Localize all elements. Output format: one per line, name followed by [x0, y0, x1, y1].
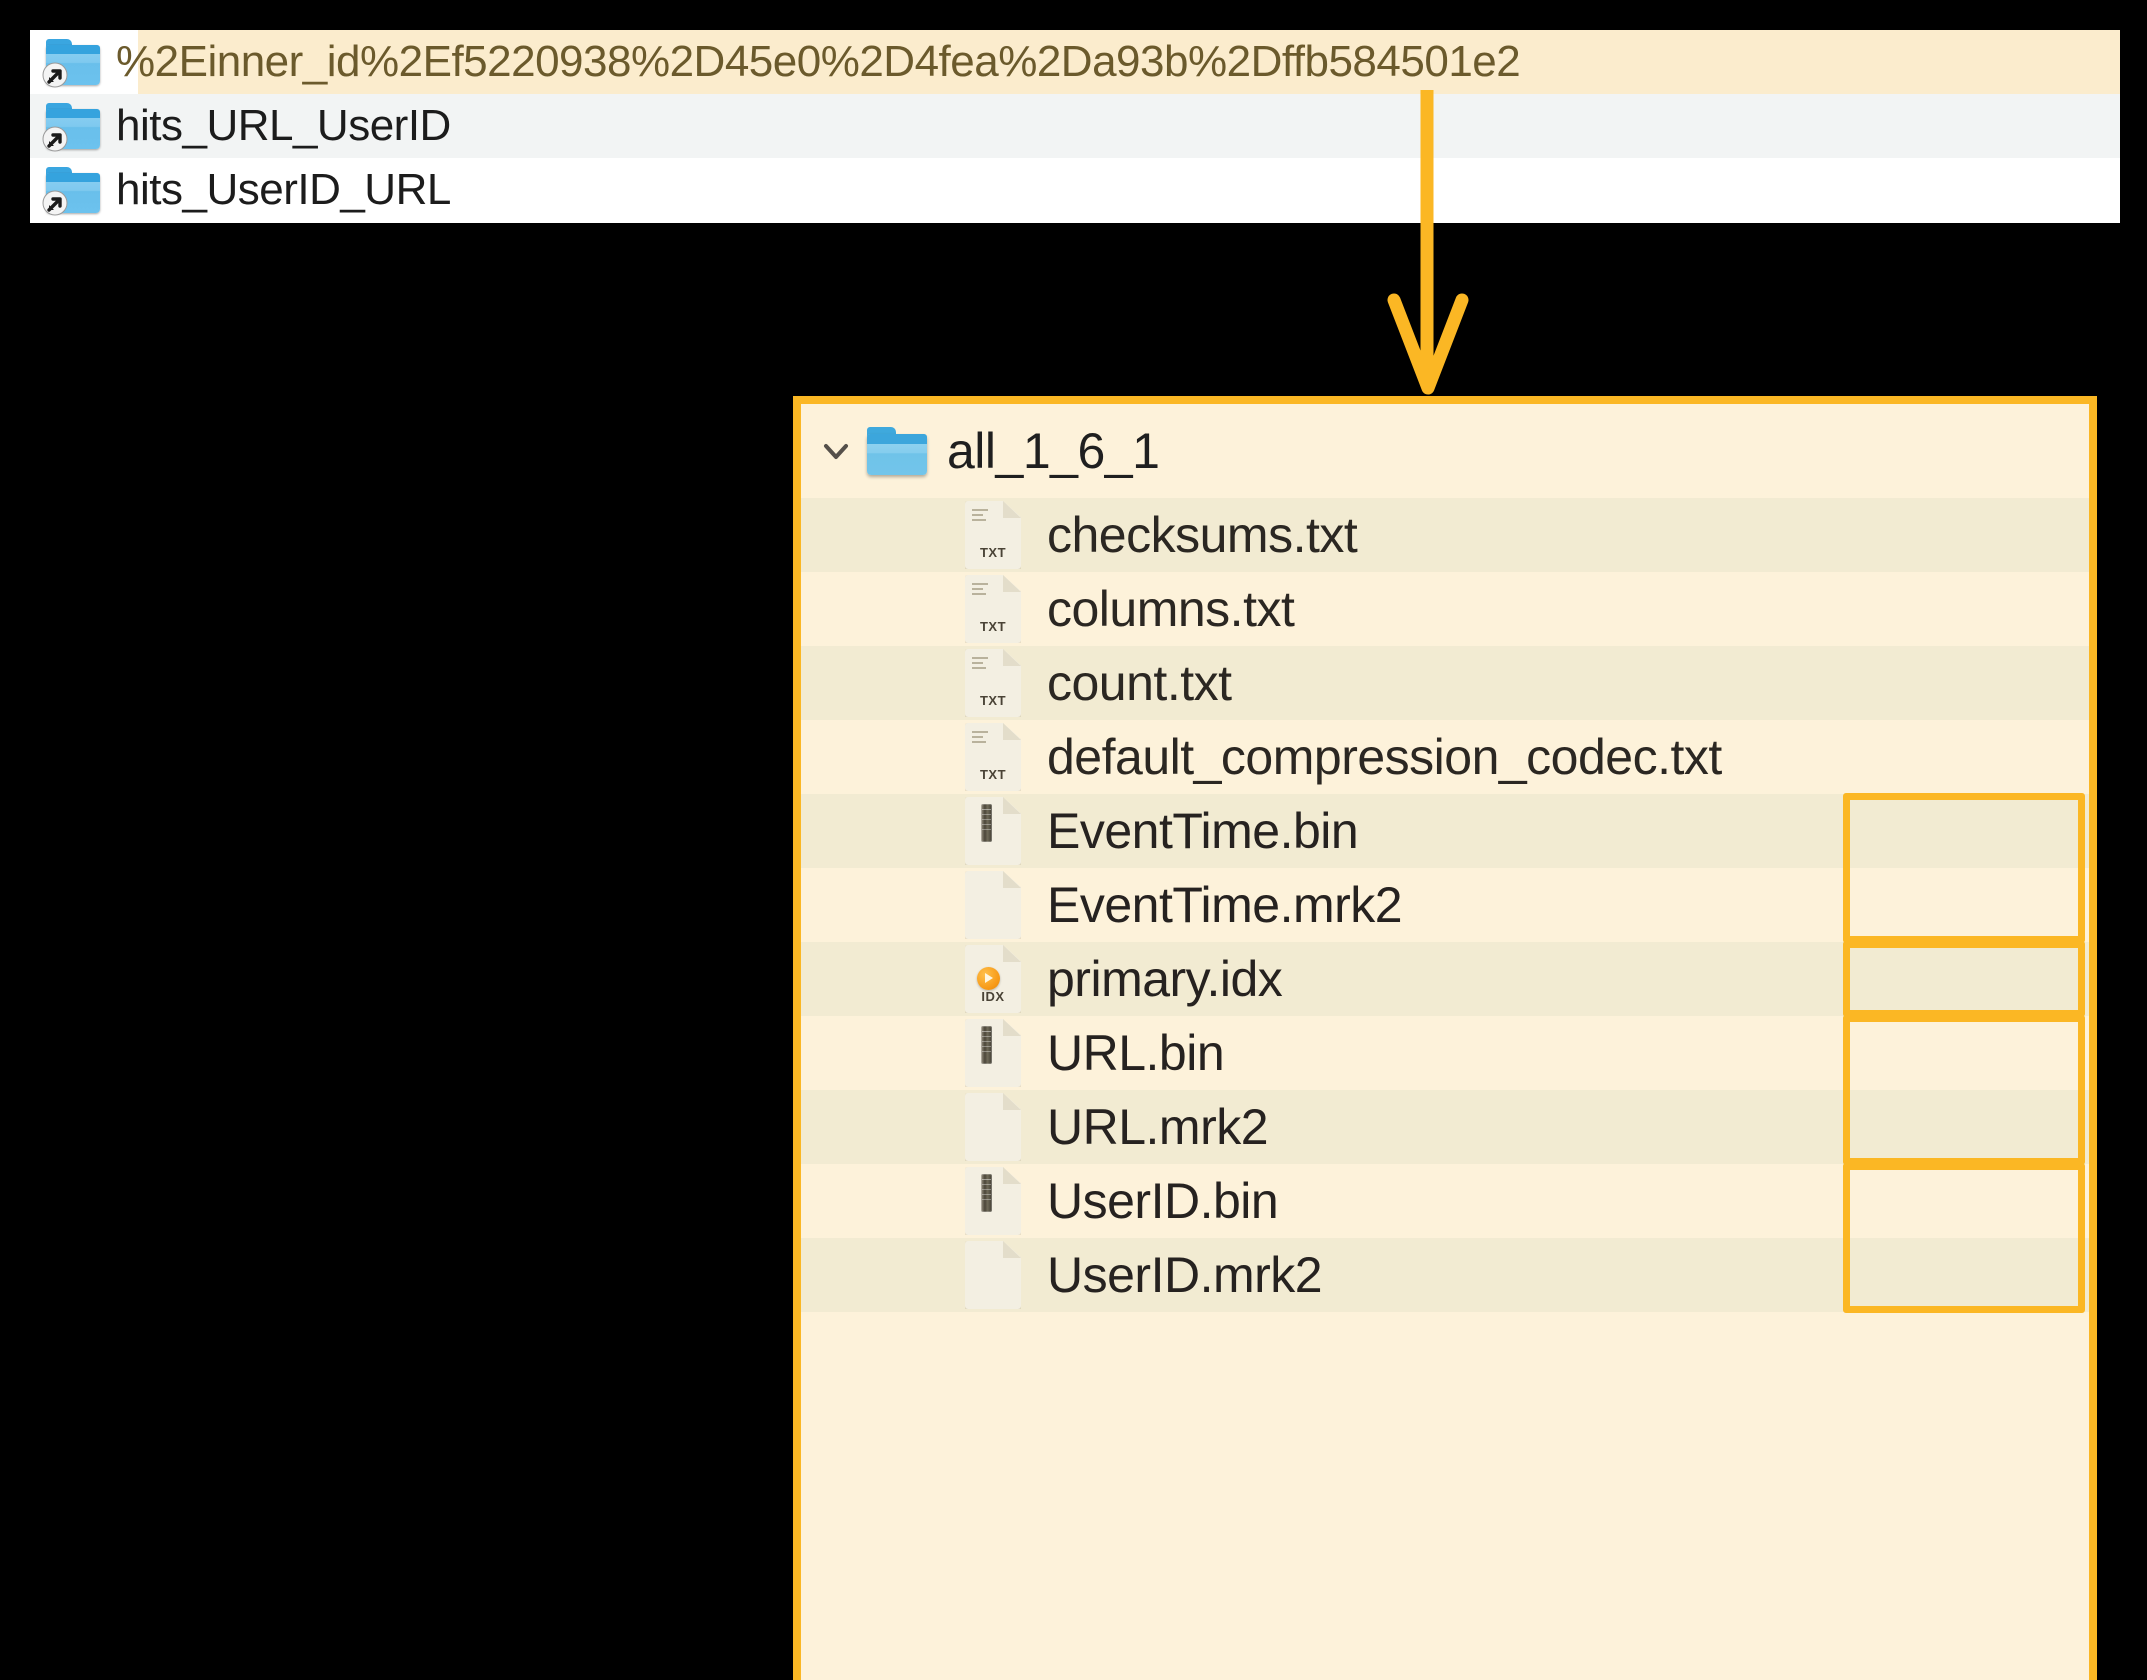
tree-file-label: checksums.txt	[1047, 507, 1358, 563]
symlink-arrow-icon	[42, 190, 68, 216]
index-play-glyph	[977, 967, 1000, 990]
bin-file-icon	[965, 1019, 1021, 1087]
bin-file-icon	[965, 797, 1021, 865]
symlink-arrow-icon	[42, 126, 68, 152]
tree-file-row[interactable]: URL.bin	[801, 1016, 2089, 1090]
folder-list-item[interactable]: hits_URL_UserID	[30, 94, 2120, 158]
tree-file-row[interactable]: UserID.bin	[801, 1164, 2089, 1238]
tree-file-label: EventTime.bin	[1047, 803, 1359, 859]
binary-chip-glyph	[981, 804, 992, 842]
tree-file-row[interactable]: EventTime.mrk2	[801, 868, 2089, 942]
folder-list-item[interactable]: %2Einner_id%2Ef5220938%2D45e0%2D4fea%2Da…	[30, 30, 2120, 94]
idx-file-icon: IDX	[965, 945, 1021, 1013]
tree-file-row[interactable]: TXT columns.txt	[801, 572, 2089, 646]
tree-file-label: EventTime.mrk2	[1047, 877, 1403, 933]
tree-file-label: columns.txt	[1047, 581, 1295, 637]
txt-file-icon: TXT	[965, 723, 1021, 791]
symlink-arrow-icon	[42, 62, 68, 88]
bin-file-icon	[965, 1167, 1021, 1235]
root-folder-label: all_1_6_1	[947, 423, 1160, 479]
tree-file-row[interactable]: UserID.mrk2	[801, 1238, 2089, 1312]
text-lines-glyph	[972, 509, 988, 524]
txt-badge-label: TXT	[979, 545, 1007, 560]
idx-badge-label: IDX	[981, 989, 1005, 1004]
tree-file-label: default_compression_codec.txt	[1047, 729, 1722, 785]
row-highlight	[138, 30, 2120, 94]
txt-file-icon: TXT	[965, 575, 1021, 643]
folder-list-item[interactable]: hits_UserID_URL	[30, 158, 2120, 222]
tree-file-label: count.txt	[1047, 655, 1232, 711]
tree-file-label: URL.bin	[1047, 1025, 1225, 1081]
text-lines-glyph	[972, 731, 988, 746]
tree-file-row[interactable]: URL.mrk2	[801, 1090, 2089, 1164]
txt-file-icon: TXT	[965, 649, 1021, 717]
folder-icon	[867, 427, 929, 475]
mrk-file-icon	[965, 1093, 1021, 1161]
tree-file-row[interactable]: IDX primary.idx	[801, 942, 2089, 1016]
tree-file-row[interactable]: TXT count.txt	[801, 646, 2089, 720]
folder-list-item-label: hits_UserID_URL	[116, 165, 451, 214]
tree-file-row[interactable]: TXT checksums.txt	[801, 498, 2089, 572]
folder-list-item-label: hits_URL_UserID	[116, 101, 451, 150]
text-lines-glyph	[972, 657, 988, 672]
tree-file-label: URL.mrk2	[1047, 1099, 1269, 1155]
txt-badge-label: TXT	[979, 619, 1007, 634]
txt-file-icon: TXT	[965, 501, 1021, 569]
tree-file-label: UserID.bin	[1047, 1173, 1279, 1229]
tree-file-row[interactable]: EventTime.bin	[801, 794, 2089, 868]
folder-symlink-icon	[42, 39, 102, 88]
chevron-down-icon[interactable]	[813, 428, 859, 474]
mrk-file-icon	[965, 1241, 1021, 1309]
binary-chip-glyph	[981, 1026, 992, 1064]
txt-badge-label: TXT	[979, 693, 1007, 708]
txt-badge-label: TXT	[979, 767, 1007, 782]
tree-file-label: primary.idx	[1047, 951, 1283, 1007]
binary-chip-glyph	[981, 1174, 992, 1212]
mrk-file-icon	[965, 871, 1021, 939]
tree-root-row[interactable]: all_1_6_1	[801, 404, 2089, 498]
folder-symlink-icon	[42, 103, 102, 152]
text-lines-glyph	[972, 583, 988, 598]
folder-symlink-icon	[42, 167, 102, 216]
symlink-folder-list-panel[interactable]: %2Einner_id%2Ef5220938%2D45e0%2D4fea%2Da…	[30, 30, 2120, 223]
tree-file-row[interactable]: TXT default_compression_codec.txt	[801, 720, 2089, 794]
tree-file-label: UserID.mrk2	[1047, 1247, 1323, 1303]
folder-list-item-label: %2Einner_id%2Ef5220938%2D45e0%2D4fea%2Da…	[116, 37, 1521, 86]
